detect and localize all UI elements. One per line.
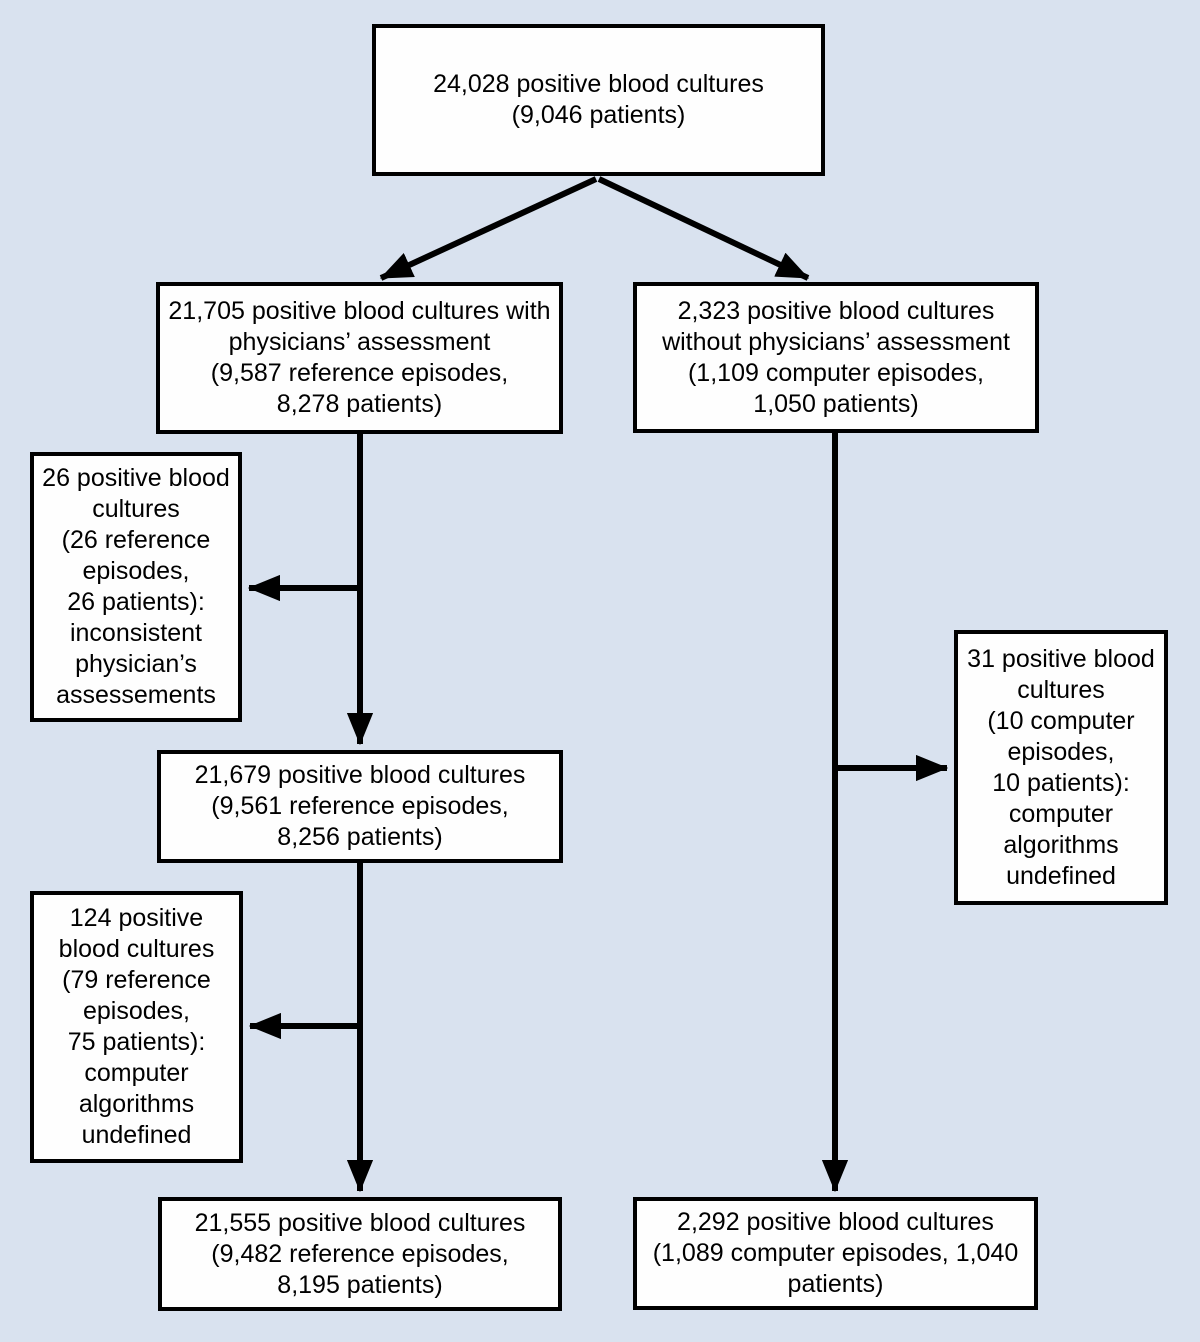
node-excl-124-text: 124 positive blood cultures (79 referenc… <box>58 904 215 1149</box>
node-without-text: 2,323 positive blood cultures without ph… <box>662 296 1010 418</box>
node-excluded-computer-undefined-left: 124 positive blood cultures (79 referenc… <box>30 891 243 1163</box>
node-without-physicians-assessment: 2,323 positive blood cultures without ph… <box>633 282 1039 433</box>
node-final-computer-cohort: 2,292 positive blood cultures (1,089 com… <box>633 1197 1038 1310</box>
node-excluded-computer-undefined-right: 31 positive blood cultures (10 computer … <box>954 630 1168 905</box>
node-excluded-inconsistent-assessments: 26 positive blood cultures (26 reference… <box>30 452 242 722</box>
arrow-total-to-without <box>597 176 810 281</box>
node-excl-31-text: 31 positive blood cultures (10 computer … <box>967 644 1155 890</box>
node-with-text: 21,705 positive blood cultures with phys… <box>168 297 551 418</box>
node-total-positive-cultures: 24,028 positive blood cultures (9,046 pa… <box>372 24 825 176</box>
node-final-right-text: 2,292 positive blood cultures (1,089 com… <box>652 1208 1019 1298</box>
node-excl-26-text: 26 positive blood cultures (26 reference… <box>42 464 230 709</box>
node-total-text: 24,028 positive blood cultures (9,046 pa… <box>433 70 764 129</box>
arrow-total-to-with <box>379 176 598 281</box>
node-final-reference-cohort: 21,555 positive blood cultures (9,482 re… <box>158 1197 562 1311</box>
node-final-left-text: 21,555 positive blood cultures (9,482 re… <box>194 1208 526 1299</box>
node-with-physicians-assessment: 21,705 positive blood cultures with phys… <box>156 282 563 434</box>
node-after-inconsistent-removed: 21,679 positive blood cultures (9,561 re… <box>157 750 563 863</box>
node-21679-text: 21,679 positive blood cultures (9,561 re… <box>194 761 526 851</box>
